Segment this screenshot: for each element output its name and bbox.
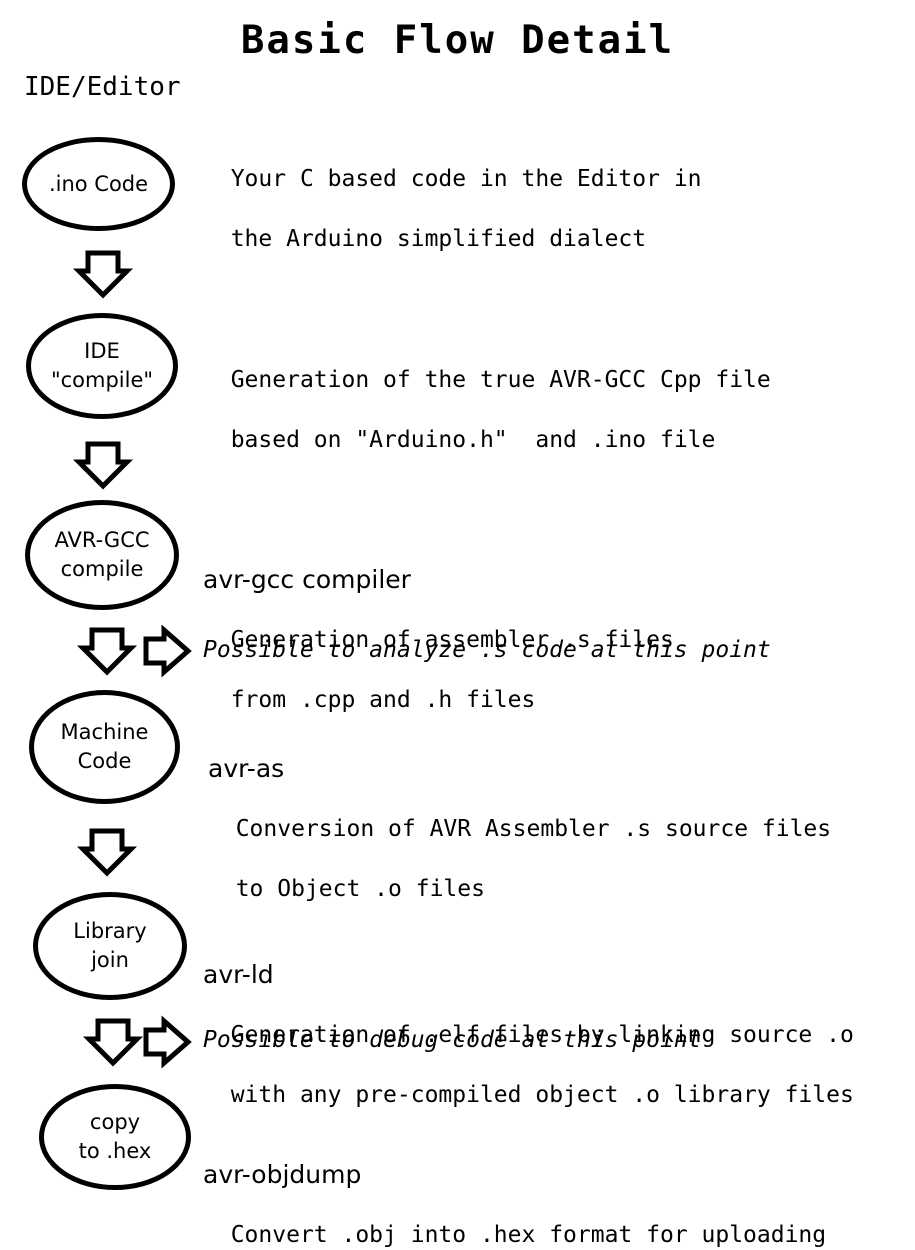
desc-line: to Object .o files	[235, 876, 485, 902]
step-ide-compile-description: Generation of the true AVR-GCC Cpp file …	[203, 335, 771, 455]
desc-line: Your C based code in the Editor in	[230, 166, 702, 192]
desc-line: Generation of .elf files by linking sour…	[230, 1022, 854, 1048]
desc-line: based on "Arduino.h" and .ino file	[230, 427, 716, 453]
command-name: avr-gcc compiler	[203, 565, 411, 594]
node-label-line: Library	[73, 919, 147, 943]
desc-line: with any pre-compiled object .o library …	[230, 1082, 854, 1108]
diagram-title: Basic Flow Detail	[240, 18, 675, 63]
node-label-line: to .hex	[78, 1139, 152, 1163]
node-copy-to-hex: copy to .hex	[39, 1084, 191, 1190]
node-machine-code: Machine Code	[29, 690, 180, 804]
node-library-join: Library join	[33, 892, 187, 1000]
node-label-line: Machine	[60, 720, 149, 744]
note-analyze-s-code: Possible to analyze .s code at this poin…	[203, 637, 771, 663]
step-avr-ld-description: avr-ld Generation of .elf files by linki…	[203, 900, 854, 1110]
node-label-line: AVR-GCC	[54, 528, 150, 552]
step-avr-gcc-description: avr-gcc compiler Generation of assembler…	[203, 505, 674, 715]
note-debug-code: Possible to debug code at this point	[203, 1027, 702, 1053]
right-arrow-icon	[143, 1015, 192, 1069]
desc-line: Convert .obj into .hex format for upload…	[230, 1222, 827, 1248]
step-avr-as-description: avr-as Conversion of AVR Assembler .s so…	[208, 694, 831, 904]
node-label-line: compile	[60, 557, 144, 581]
command-name: avr-objdump	[203, 1160, 362, 1189]
node-ide-compile: IDE "compile"	[26, 313, 178, 419]
node-label-line: "compile"	[50, 368, 154, 392]
command-name: avr-as	[208, 754, 285, 783]
desc-line: Generation of the true AVR-GCC Cpp file	[230, 367, 771, 393]
down-arrow-icon	[76, 828, 138, 877]
node-label-line: Code	[77, 749, 132, 773]
down-arrow-icon	[76, 627, 138, 676]
desc-line: Generation of assembler .s files	[230, 627, 674, 653]
node-label-line: copy	[89, 1110, 141, 1134]
step-avr-objdump-description: avr-objdump Convert .obj into .hex forma…	[203, 1100, 826, 1250]
node-avr-gcc-compile: AVR-GCC compile	[25, 500, 179, 610]
command-name: avr-ld	[203, 960, 274, 989]
right-arrow-icon	[143, 624, 192, 678]
node-label-line: join	[91, 948, 129, 972]
desc-line: from .cpp and .h files	[230, 687, 536, 713]
step-ino-code-description: Your C based code in the Editor in the A…	[203, 134, 702, 254]
desc-line: Conversion of AVR Assembler .s source fi…	[235, 816, 832, 842]
node-ino-code: .ino Code	[22, 137, 175, 231]
node-label-line: IDE	[84, 339, 120, 363]
down-arrow-icon	[72, 250, 134, 299]
desc-line: the Arduino simplified dialect	[230, 226, 647, 252]
down-arrow-icon	[72, 441, 134, 490]
node-label-line: .ino Code	[48, 171, 149, 196]
down-arrow-icon	[82, 1018, 144, 1067]
ide-editor-label: IDE/Editor	[24, 72, 181, 102]
